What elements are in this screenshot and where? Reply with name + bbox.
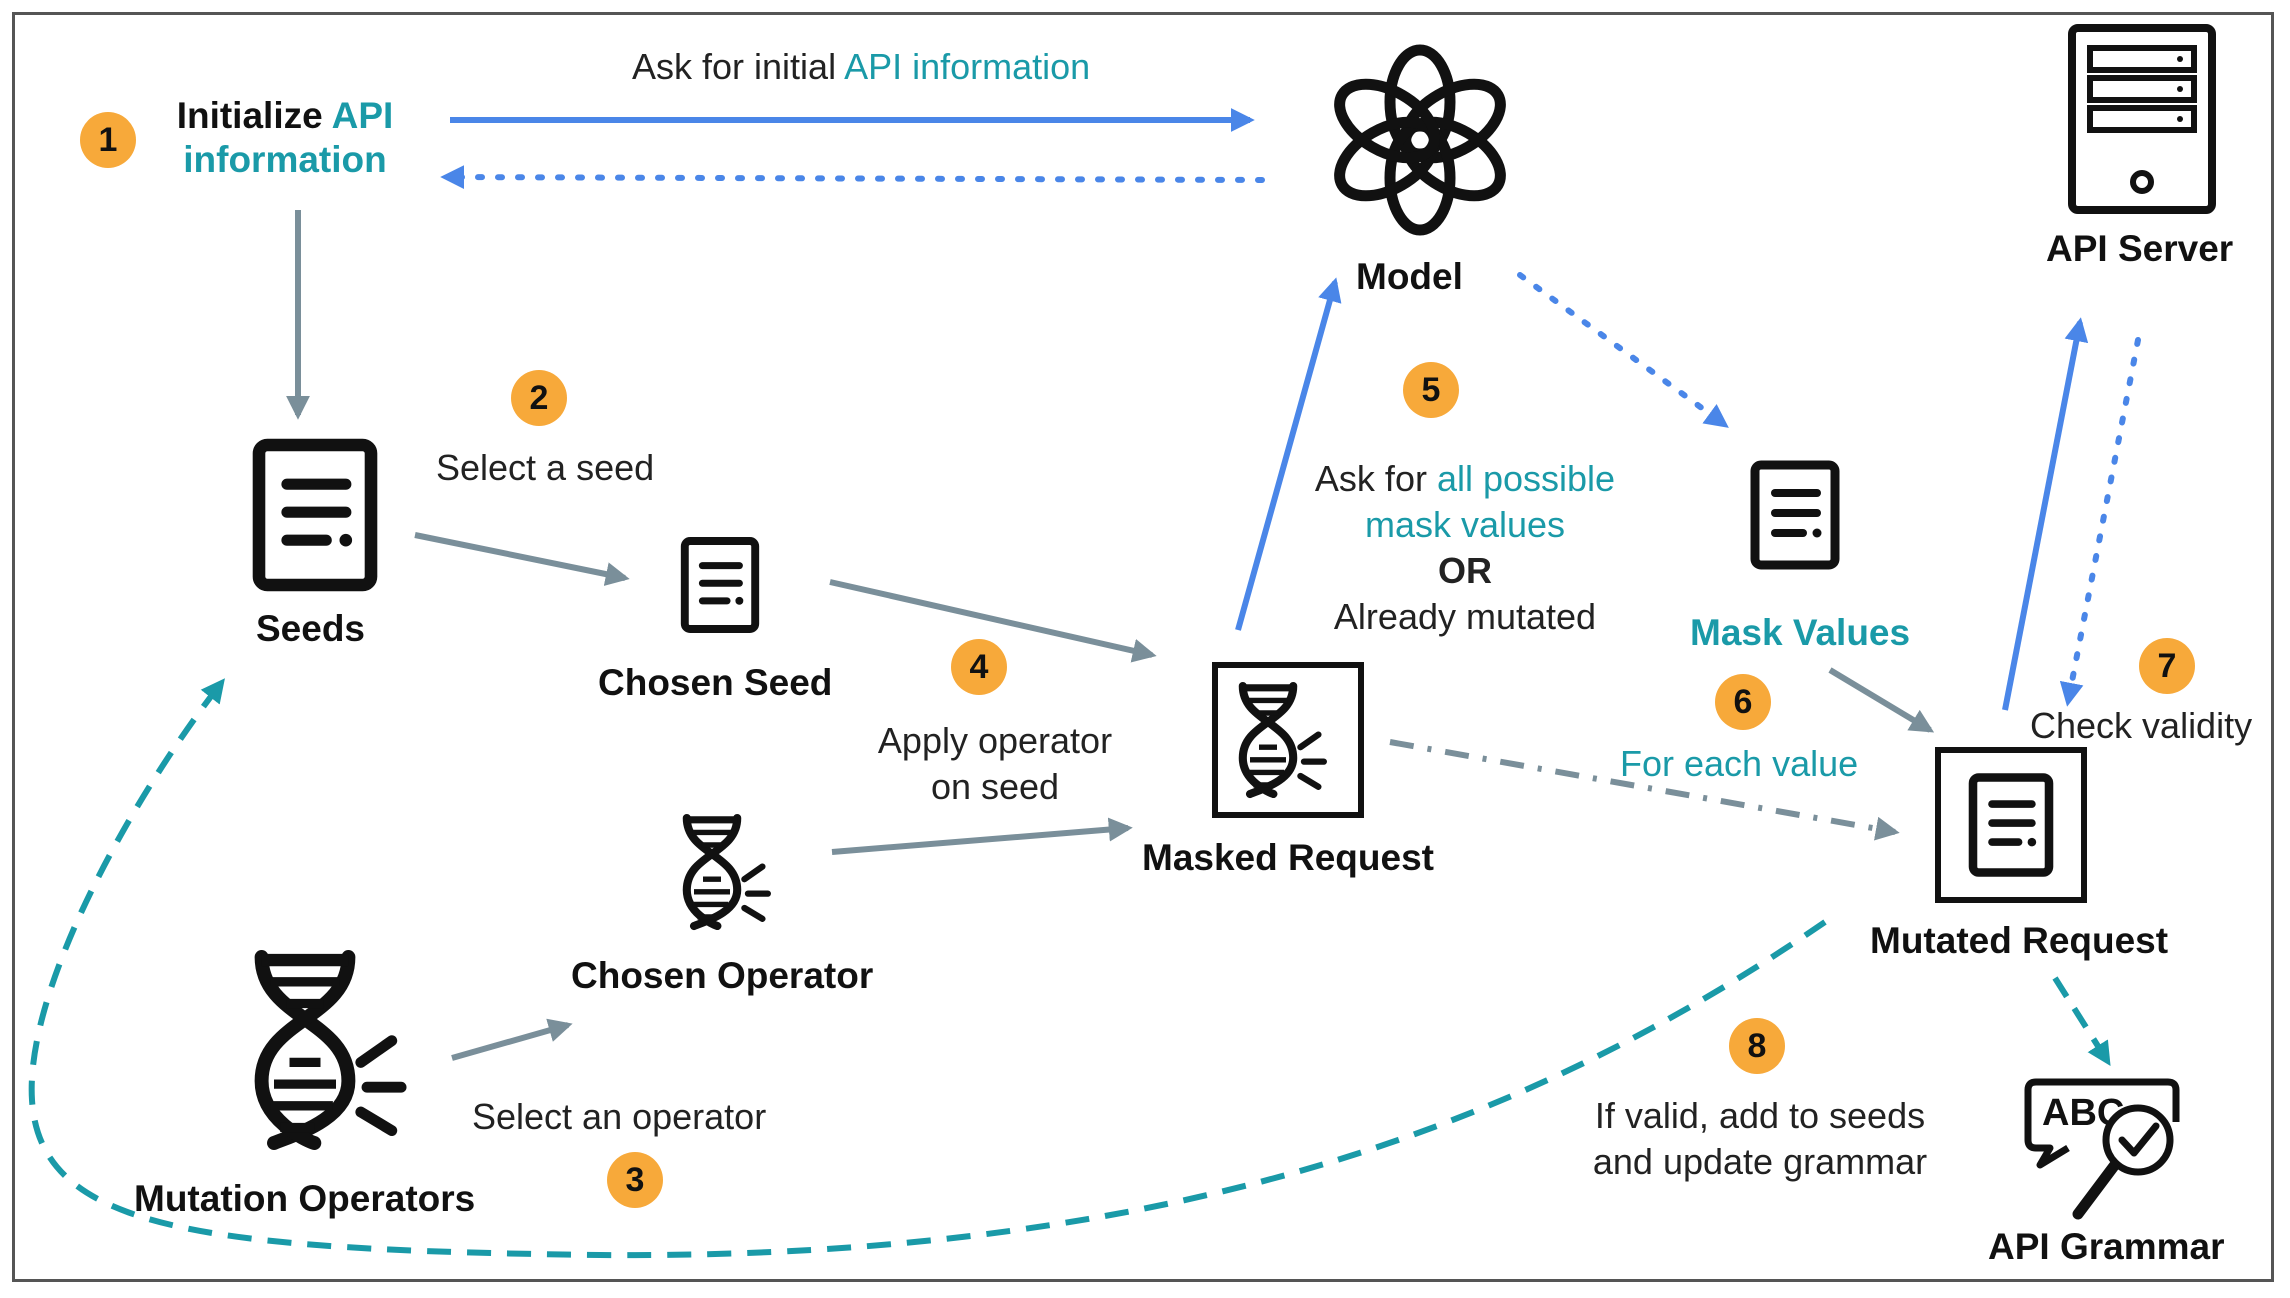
if-valid-line1: If valid, add to seeds [1594,1095,1926,1136]
initialize-api-label: Initialize API information [150,94,420,182]
ask-initial-highlight: API information [844,46,1091,87]
seeds-label: Seeds [256,608,366,649]
arrow-server-response [2059,337,2141,707]
dna-mutation-icon [687,818,768,926]
initialize-info-highlight: information [183,139,387,180]
server-tower-icon [2068,24,2216,214]
if-valid-line2: and update grammar [1592,1141,1928,1182]
dna-mutation-icon [262,957,402,1143]
step-badge-5: 5 [1403,362,1459,418]
mutated-request-label: Mutated Request [1870,920,2169,961]
document-icon [259,445,371,585]
apply-operator-line1: Apply operator [877,720,1113,761]
arrow-model-to-mask-values [1517,272,1729,428]
abc-magnifier-check-icon: ABC [2024,1078,2180,1220]
arrow-mutated-to-server [2002,317,2089,711]
arrow-mutated-to-seeds-loop [28,678,1827,1259]
mutation-operators-label: Mutation Operators [134,1178,476,1219]
arrow-model-response [440,165,1265,190]
ask-initial-prefix: Ask for initial [632,46,845,87]
masked-request-label: Masked Request [1142,837,1434,878]
arrow-chosen-operator-to-masked [831,817,1133,855]
initialize-api-highlight: API [331,95,394,136]
step-badge-7: 7 [2139,638,2195,694]
diagram-frame [12,12,2274,1282]
mask-values-label: Mask Values [1690,612,1911,653]
if-valid-label: If valid, add to seeds and update gramma… [1575,1093,1945,1185]
chosen-seed-label: Chosen Seed [598,662,833,703]
api-server-label: API Server [2046,228,2234,269]
ask-for-highlight1: all possible [1436,458,1616,499]
arrow-operators-to-chosen [451,1018,573,1061]
apply-operator-line2: on seed [930,766,1060,807]
arrow-chosen-seed-to-masked [829,579,1157,663]
select-operator-label: Select an operator [472,1096,767,1137]
arrow-mask-values-to-mutated [1828,667,1935,733]
document-icon [1755,465,1835,565]
step-badge-3: 3 [607,1152,663,1208]
select-seed-label: Select a seed [436,447,655,488]
or-label: OR [1438,550,1492,591]
already-mutated-label: Already mutated [1333,596,1597,637]
arrow-mutated-to-grammar [2052,976,2111,1067]
step-badge-8: 8 [1729,1018,1785,1074]
ask-for-highlight2: mask values [1364,504,1566,545]
ask-all-values-label: Ask for all possible mask values OR Alre… [1290,456,1640,640]
document-icon [685,541,755,629]
check-validity-label: Check validity [2030,705,2253,746]
step-badge-4: 4 [951,639,1007,695]
apply-operator-label: Apply operator on seed [860,718,1130,810]
openai-logo-icon [1334,44,1506,236]
for-each-value-label: For each value [1620,743,1859,784]
step-badge-6: 6 [1715,674,1771,730]
api-grammar-label: API Grammar [1988,1226,2225,1267]
model-label: Model [1356,256,1463,297]
arrow-seeds-to-chosen-seed [414,532,630,586]
chosen-operator-label: Chosen Operator [571,955,874,996]
initialize-prefix: Initialize [176,95,332,136]
ask-for-prefix: Ask for [1314,458,1437,499]
arrow-masked-to-model [1235,277,1342,631]
ask-initial-label: Ask for initial API information [632,46,1090,88]
step-badge-1: 1 [80,112,136,168]
document-icon [1973,778,2049,873]
step-badge-2: 2 [511,370,567,426]
